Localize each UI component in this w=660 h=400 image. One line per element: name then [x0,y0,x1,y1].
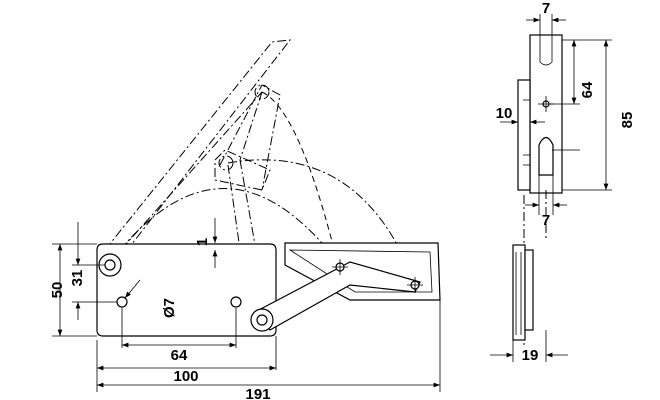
side-lower-plate [512,244,526,341]
dim-depth: 19 [522,347,539,364]
side-flange [517,79,531,191]
dim-hole-diameter: Ø7 [161,298,178,318]
dim-height-total: 50 [49,282,66,299]
dim-total-length: 191 [245,386,270,400]
side-view: 7 64 85 10 7 19 [490,0,636,364]
dim-height: 85 [619,112,636,129]
dim-plate-offset: 10 [496,105,513,122]
mounting-hole-left [116,296,128,308]
dim-slot-width-bottom: 7 [542,212,550,229]
dim-hole-distance: 64 [579,81,596,98]
mounting-hole-right [230,296,242,308]
dim-height-pivot: 31 [69,270,86,287]
dim-hole-spacing: 64 [171,347,188,364]
dim-plate-length: 100 [173,368,198,385]
front-view: 191 100 64 50 31 1 Ø7 [49,39,441,400]
dim-slot-width-top: 7 [542,0,550,17]
base-plate [96,243,277,337]
dim-offset: 1 [194,238,211,246]
